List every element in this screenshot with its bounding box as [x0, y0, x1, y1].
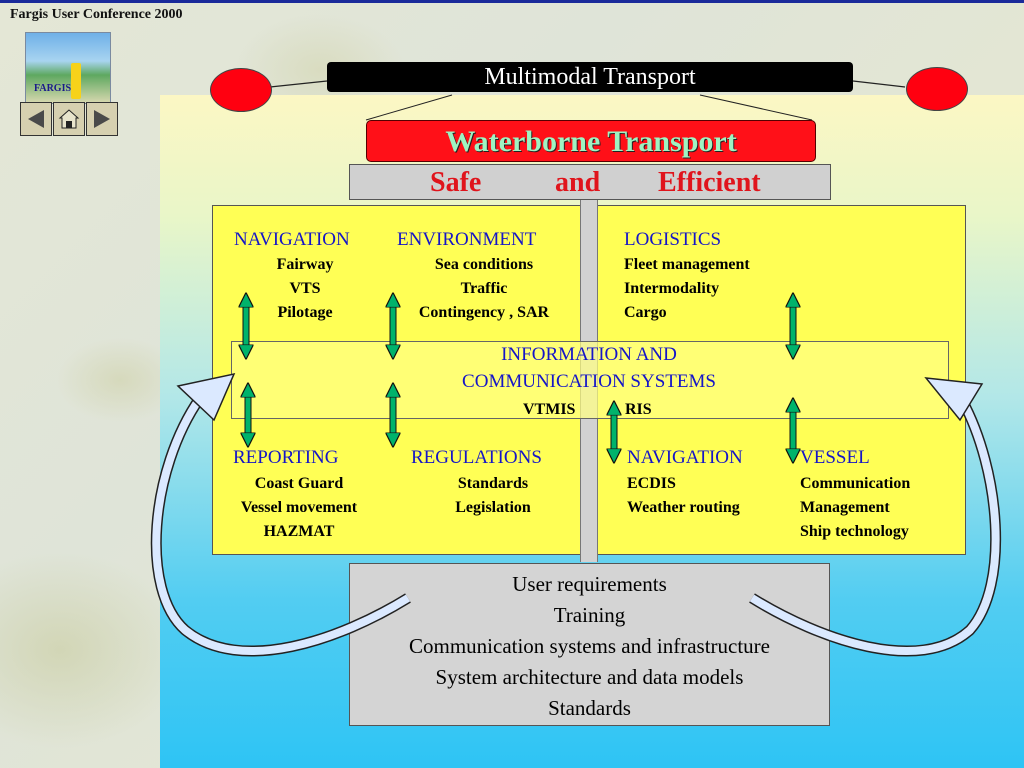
waterborne-transport-banner: Waterborne Transport — [366, 120, 816, 162]
bottom-line: User requirements — [512, 572, 667, 596]
environment-item: Traffic — [460, 280, 508, 297]
curved-arrow-left-icon — [150, 372, 411, 657]
regulations-item: Standards — [457, 475, 529, 492]
logo-text: FARGIS — [34, 83, 72, 94]
vessel-title: VESSEL — [800, 447, 870, 468]
reporting-item: HAZMAT — [263, 523, 335, 540]
environment-item: Sea conditions — [434, 256, 534, 273]
bottom-line: System architecture and data models — [435, 665, 744, 689]
logistics-title: LOGISTICS — [624, 229, 722, 250]
home-icon — [58, 109, 80, 129]
navigation-item: Pilotage — [277, 304, 333, 321]
goal-and: and — [555, 167, 601, 198]
multimodal-transport-banner: Multimodal Transport — [327, 62, 853, 92]
info-vtmis: VTMIS — [523, 401, 576, 418]
vessel-item: Management — [800, 499, 890, 516]
reporting-item: Coast Guard — [254, 475, 344, 492]
environment-title: ENVIRONMENT — [397, 229, 537, 250]
navigation-item: Fairway — [276, 256, 334, 273]
reporting-title: REPORTING — [233, 447, 339, 468]
foundation-box — [349, 563, 830, 726]
goal-safe: Safe — [430, 167, 482, 198]
fargis-logo: FARGIS — [25, 32, 111, 104]
vessel-item: Communication — [800, 475, 911, 492]
logistics-item: Intermodality — [624, 280, 720, 297]
info-ris: RIS — [625, 401, 652, 418]
triangle-left-icon — [28, 110, 44, 128]
navigation-lower-item: ECDIS — [627, 475, 676, 492]
bottom-line: Standards — [548, 696, 631, 720]
logistics-item: Fleet management — [624, 256, 750, 273]
regulations-title: REGULATIONS — [411, 447, 542, 468]
logo-i-mark — [71, 63, 81, 99]
right-red-oval — [906, 67, 968, 111]
reporting-item: Vessel movement — [240, 499, 358, 516]
previous-slide-button[interactable] — [20, 102, 52, 136]
info-title-line1: INFORMATION AND — [501, 344, 677, 365]
top-accent-bar — [0, 0, 1024, 3]
goal-efficient: Efficient — [658, 167, 761, 198]
logistics-item: Cargo — [624, 304, 667, 321]
navigation-item: VTS — [289, 280, 321, 297]
vessel-item: Ship technology — [800, 523, 909, 540]
home-button[interactable] — [53, 102, 85, 136]
navigation-lower-item: Weather routing — [627, 499, 740, 516]
conference-title: Fargis User Conference 2000 — [10, 7, 183, 22]
curved-arrow-right-icon — [749, 377, 1002, 657]
regulations-item: Legislation — [455, 499, 531, 516]
bottom-line: Training — [553, 603, 626, 627]
navigation-upper-title: NAVIGATION — [234, 229, 350, 250]
information-systems-box — [231, 341, 949, 419]
next-slide-button[interactable] — [86, 102, 118, 136]
left-red-oval — [210, 68, 272, 112]
navigation-lower-title: NAVIGATION — [627, 447, 743, 468]
triangle-right-icon — [94, 110, 110, 128]
info-title-line2: COMMUNICATION SYSTEMS — [462, 371, 716, 392]
environment-item: Contingency , SAR — [418, 304, 550, 321]
goals-bar — [349, 164, 831, 200]
bottom-line: Communication systems and infrastructure — [408, 634, 770, 658]
